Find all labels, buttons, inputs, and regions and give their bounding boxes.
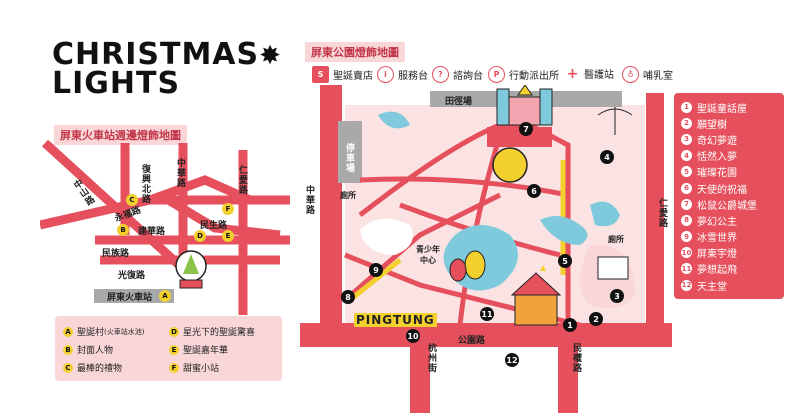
park-marker-6[interactable]: 6 [527, 184, 541, 198]
park-map-drawing [300, 85, 672, 413]
police-icon: P [488, 66, 505, 83]
road-hangzhou [410, 325, 430, 413]
label-youth-center: 青少年 中心 [416, 245, 440, 265]
park-marker-12[interactable]: 12 [505, 353, 519, 367]
label-fuxing: 復興北路 [140, 164, 150, 204]
book-icon [597, 256, 629, 280]
ornament-icon [492, 147, 528, 183]
balloon-small-icon [449, 258, 467, 282]
pond-northeast [590, 201, 620, 227]
road-minsheng [148, 175, 252, 205]
label-guangfu: 光復路 [118, 271, 146, 281]
info-icon: i [377, 66, 394, 83]
label-minzu: 民族路 [102, 249, 130, 259]
medical-cross-icon: + [565, 65, 580, 82]
park-marker-7[interactable]: 7 [519, 122, 533, 136]
station-marker-b[interactable]: B [117, 224, 129, 236]
question-icon: ? [432, 66, 449, 83]
station-marker-c[interactable]: C [126, 194, 138, 206]
park-marker-11[interactable]: 11 [480, 307, 494, 321]
label-gongyuan: 公園路 [458, 336, 486, 346]
park-marker-1[interactable]: 1 [563, 318, 577, 332]
road-gongyuan [300, 323, 672, 347]
title-christmas: CHRISTMAS✸ [52, 37, 282, 72]
park-marker-4[interactable]: 4 [600, 150, 614, 164]
carousel-icon [597, 107, 633, 135]
parking-lot [338, 121, 362, 183]
label-track: 田徑場 [445, 97, 473, 107]
label-minquan: 民權路 [571, 343, 581, 373]
snow-globe-icon [175, 250, 207, 289]
star-icon: ✸ [259, 41, 282, 71]
label-hangzhou: 杭州街 [426, 343, 436, 373]
pond-northwest [378, 111, 410, 129]
castle-icon [496, 85, 553, 126]
road-zhonghua-park [320, 85, 342, 345]
station-marker-d[interactable]: D [194, 230, 206, 242]
label-renai: 仁愛路 [237, 165, 247, 195]
station-marker-e[interactable]: E [222, 230, 234, 242]
title-lights: LIGHTS [52, 66, 181, 101]
road-yongfu [40, 195, 290, 230]
label-zhonghua: 中華路 [175, 158, 185, 188]
label-minsheng: 民生路 [200, 221, 228, 231]
park-legend-nursing: ♁哺乳室 [622, 66, 673, 83]
road-minquan [558, 325, 578, 413]
pingtung-sign: PINGTUNG [354, 313, 437, 327]
label-toilet-2: 廁所 [608, 235, 624, 244]
label-parking: 停車場 [344, 143, 354, 173]
road-renai-park [646, 93, 664, 333]
station-building [94, 289, 174, 303]
road-chunghsing [157, 191, 281, 240]
park-marker-8[interactable]: 8 [341, 290, 355, 304]
park-marker-9[interactable]: 9 [369, 263, 383, 277]
park-marker-2[interactable]: 2 [589, 312, 603, 326]
park-legend-medical: +醫護站 [565, 65, 614, 82]
park-legend-consult: ?諮詢台 [432, 66, 483, 83]
park-marker-10[interactable]: 10 [406, 329, 420, 343]
label-toilet-1: 廁所 [340, 191, 356, 200]
park-map-heading: 屏東公園燈飾地圖 [305, 42, 405, 62]
station-marker-a[interactable]: A [159, 290, 171, 302]
station-road-network [40, 140, 290, 315]
park-marker-3[interactable]: 3 [610, 289, 624, 303]
label-chunghsing: 建華路 [138, 227, 166, 237]
label-renai-park: 仁愛路 [657, 198, 667, 228]
nursing-icon: ♁ [622, 66, 639, 83]
fairy-house-icon [510, 265, 562, 326]
pond-east [540, 216, 588, 245]
label-station: 屏東火車站 [107, 293, 153, 303]
balloon-icon [464, 250, 486, 280]
label-zhonghua-park: 中華路 [304, 185, 314, 215]
station-marker-f[interactable]: F [222, 203, 234, 215]
park-marker-5[interactable]: 5 [558, 254, 572, 268]
station-map-heading: 屏東火車站週邊燈飾地圖 [54, 125, 187, 145]
shop-icon: S [312, 66, 329, 83]
